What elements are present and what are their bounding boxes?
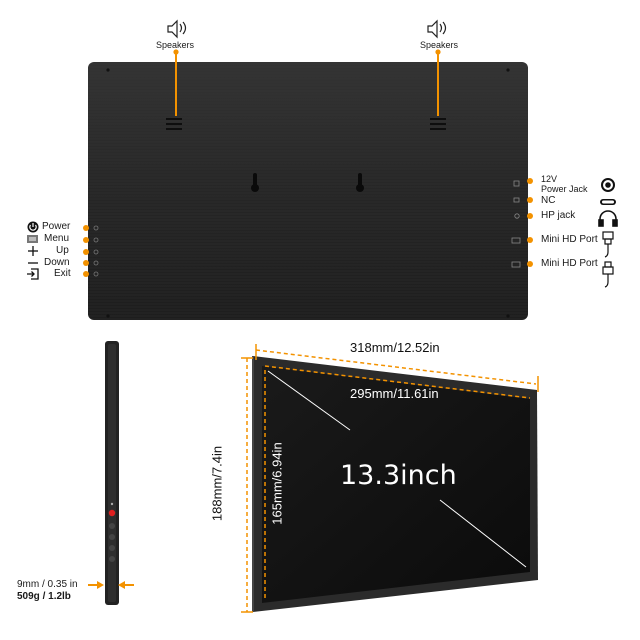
inner-width-label: 295mm/11.61in — [350, 386, 439, 401]
speaker-icon — [427, 19, 447, 39]
screen-size-label: 13.3inch — [340, 460, 457, 491]
port-label-nc: NC — [541, 195, 556, 206]
dimension-lines — [241, 344, 539, 613]
nc-icon — [600, 199, 616, 205]
monitor-front — [252, 356, 538, 612]
outer-height-label: 188mm/7.4in — [209, 445, 225, 522]
power-icon — [27, 221, 39, 233]
weight-label: 509g / 1.2lb — [17, 591, 71, 602]
button-label-up: Up — [56, 245, 69, 256]
button-label-menu: Menu — [44, 233, 70, 244]
back-panel — [88, 62, 528, 320]
speaker-grille-left — [166, 118, 182, 130]
button-label-power: Power — [42, 221, 71, 232]
button-label-exit: Exit — [54, 268, 71, 279]
speaker-label-left: Speakers — [156, 40, 195, 50]
speaker-icon — [167, 19, 187, 39]
port-label-power-jack: Power Jack — [541, 184, 588, 194]
thickness-arrows — [88, 581, 134, 589]
button-label-down: Down — [44, 257, 70, 268]
speaker-grille-right — [430, 118, 446, 130]
exit-icon — [27, 268, 39, 280]
port-label-hp-jack: HP jack — [541, 210, 576, 221]
menu-icon — [27, 235, 38, 243]
speaker-label-right: Speakers — [420, 40, 459, 50]
headphone-icon — [598, 210, 618, 227]
hdmi-icon — [602, 231, 614, 258]
keyhole-left — [251, 173, 259, 192]
plus-icon — [28, 246, 38, 256]
inner-height-label: 165mm/6.94in — [269, 442, 285, 525]
power-jack-icon — [601, 178, 615, 192]
speaker-leader-lines — [175, 52, 439, 116]
port-label-mini-hd-1: Mini HD Port — [541, 234, 598, 245]
port-label-mini-hd-2: Mini HD Port — [541, 258, 598, 269]
outer-width-label: 318mm/12.52in — [350, 340, 440, 355]
hdmi-icon — [602, 261, 614, 288]
keyhole-right — [356, 173, 364, 192]
side-profile — [105, 341, 119, 605]
port-label-12v: 12V — [541, 174, 558, 184]
diagonal-lines — [267, 370, 527, 568]
thickness-label: 9mm / 0.35 in — [17, 579, 78, 590]
